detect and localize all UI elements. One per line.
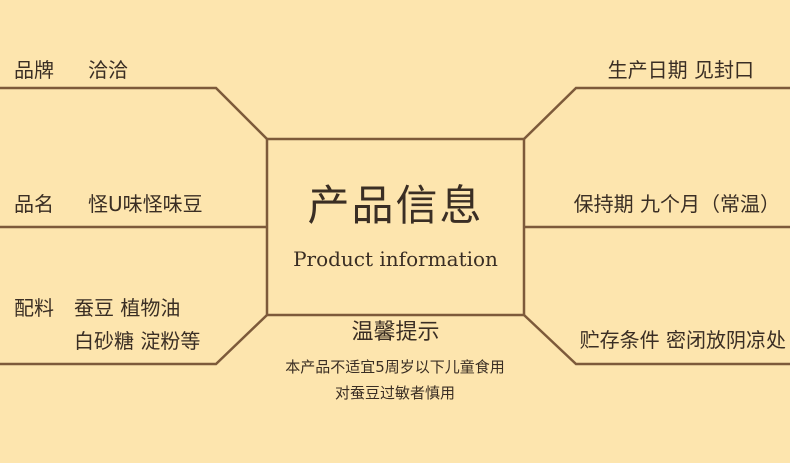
center-title: 产品信息: [307, 181, 484, 230]
shelf-life: 保持期 九个月（常温）: [573, 192, 780, 216]
notice-title: 温馨提示: [351, 320, 440, 345]
brand-label: 品牌: [14, 58, 54, 82]
connector-top-left: [0, 86, 268, 140]
notice-line-2: 对蚕豆过敏者慎用: [334, 384, 455, 402]
brand-value: 洽洽: [88, 58, 128, 82]
production-date: 生产日期 见封口: [607, 58, 754, 82]
connector-bottom-left: [0, 314, 268, 366]
name-label: 品名: [14, 192, 54, 216]
notice-line-1: 本产品不适宜5周岁以下儿童食用: [285, 358, 505, 376]
ingredients-line2: 白砂糖 淀粉等: [74, 329, 201, 353]
ingredients-label: 配料: [14, 296, 54, 320]
storage-conditions: 贮存条件 密闭放阴凉处: [579, 328, 786, 352]
center-subtitle: Product information: [293, 247, 498, 271]
connector-top-right: [523, 86, 790, 140]
connector-bottom-right: [523, 314, 790, 366]
name-value: 怪U味怪味豆: [88, 192, 203, 216]
ingredients-line1: 蚕豆 植物油: [74, 296, 181, 320]
